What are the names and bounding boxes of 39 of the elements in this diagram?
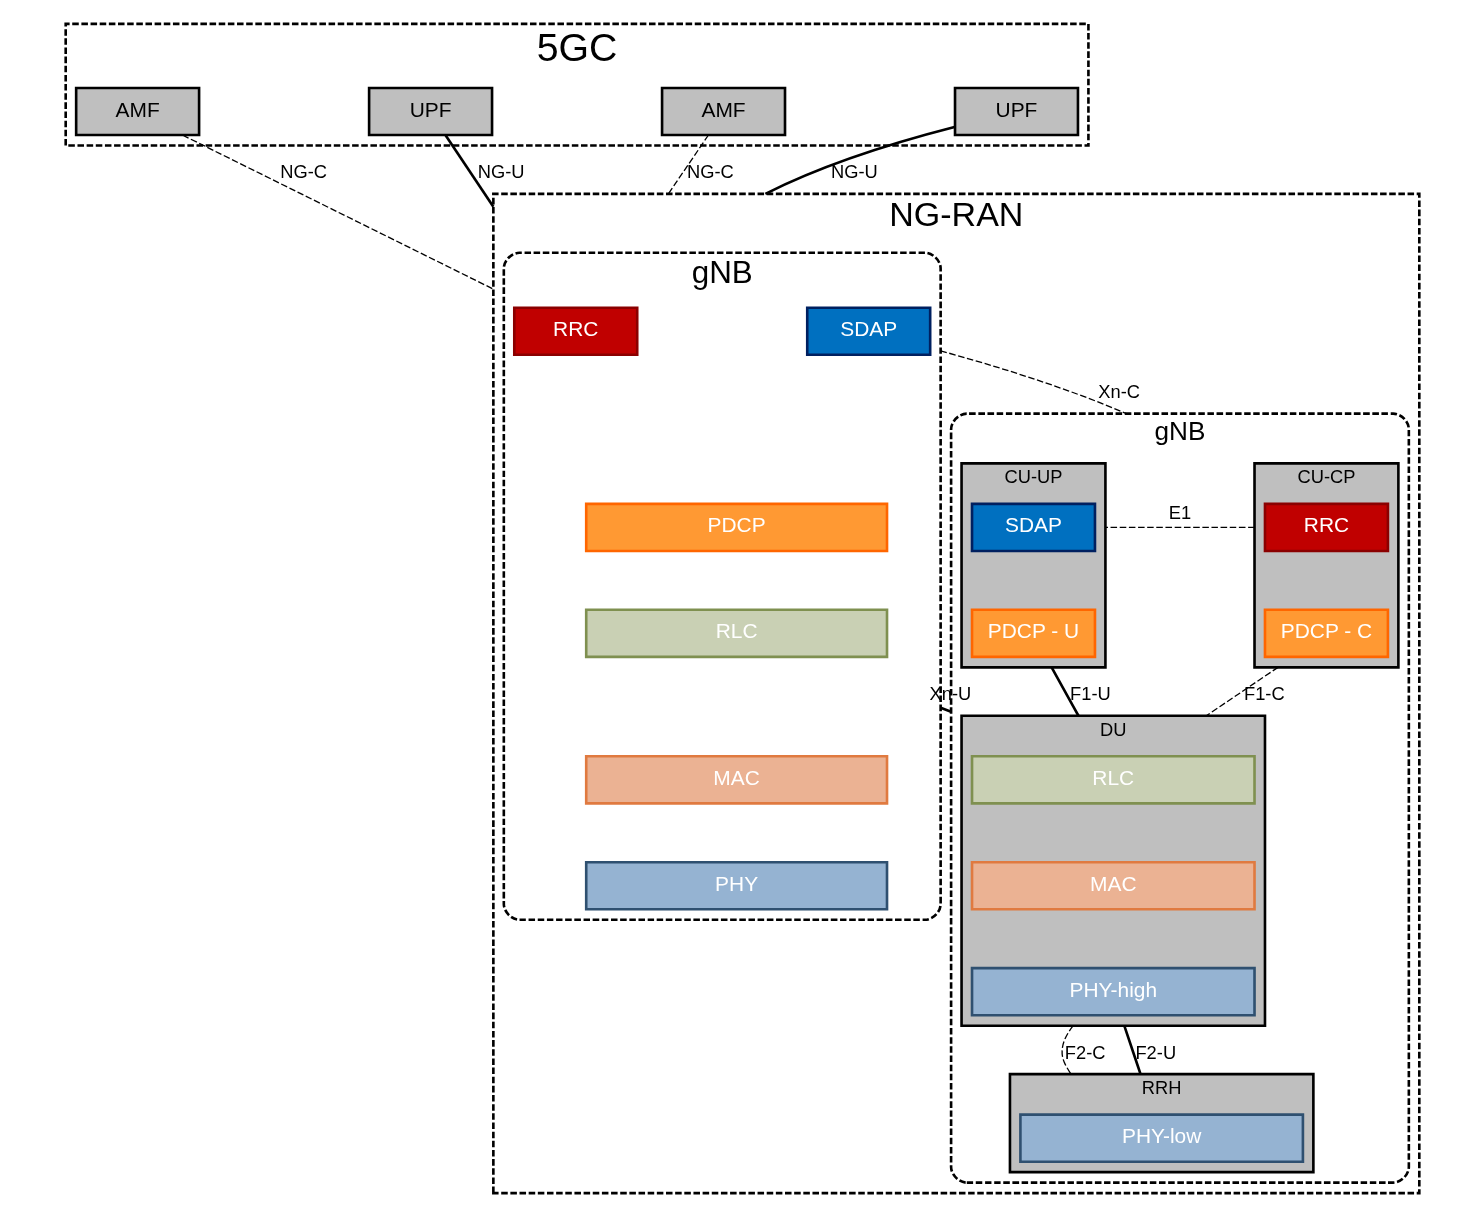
edge-label: NG-C [279, 161, 327, 183]
edge-label: NG-C [686, 161, 734, 183]
edge-label: F2-U [1134, 1041, 1176, 1063]
edge-label: F1-U [1069, 683, 1111, 705]
connector [444, 134, 494, 208]
connector [1122, 1025, 1142, 1075]
connector [1104, 526, 1255, 529]
node-box: AMF [660, 86, 786, 137]
node-box: MAC [970, 860, 1256, 911]
node-box: PDCP - U [970, 608, 1096, 659]
edge-label: F1-C [1243, 683, 1285, 705]
edge-label: Xn-C [1097, 381, 1140, 403]
node-box: MAC [584, 755, 888, 805]
node-box: PHY [584, 860, 888, 911]
node-box: UPF [367, 86, 493, 137]
node-box: RRC [512, 306, 639, 357]
node-box: SDAP [805, 306, 931, 357]
node-box: PHY-high [970, 966, 1256, 1017]
edge-label: E1 [1168, 501, 1191, 523]
connector [939, 706, 952, 713]
node-box: AMF [74, 86, 200, 137]
edge-label: NG-U [477, 161, 525, 183]
connector [667, 134, 709, 195]
connector [1060, 1025, 1074, 1075]
node-box: PDCP - C [1263, 608, 1389, 659]
connector [181, 134, 494, 290]
edge-label: NG-U [830, 161, 878, 183]
edge-label: F2-C [1064, 1041, 1105, 1063]
connector [1049, 666, 1080, 717]
node-box: PHY-low [1018, 1113, 1304, 1164]
node-box: UPF [953, 86, 1079, 137]
node-box: PDCP [584, 502, 888, 553]
node-box: RLC [584, 608, 888, 659]
node-box: RLC [970, 755, 1256, 805]
connector [939, 350, 1127, 415]
node-box: SDAP [970, 502, 1096, 553]
connector [1205, 666, 1279, 717]
connector [764, 125, 955, 196]
node-box: RRC [1263, 502, 1389, 553]
